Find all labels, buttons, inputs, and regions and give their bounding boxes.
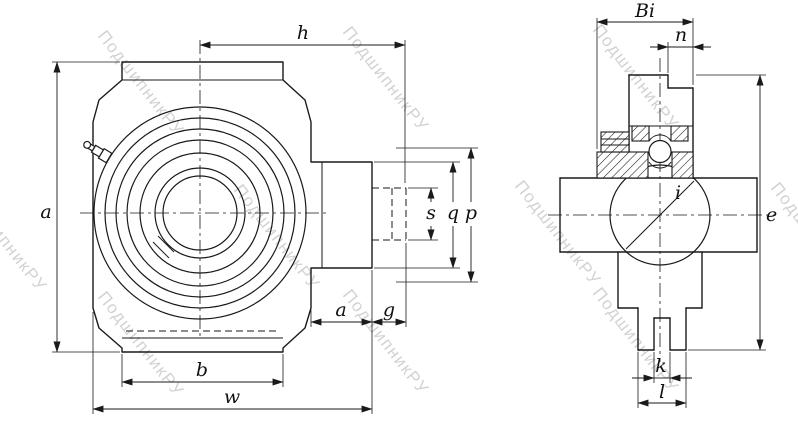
dim-a-height-label: a (40, 201, 51, 223)
dim-e: e (688, 74, 777, 351)
dim-a-slot-label: a (335, 299, 346, 321)
watermark-text: ПодшипникРУ (0, 183, 51, 296)
dim-Bi: Bi (596, 0, 694, 149)
dim-g-label: g (383, 299, 395, 321)
dim-n: n (650, 24, 711, 73)
watermark-text: ПодшипникРУ (511, 177, 605, 290)
bearing-circle (93, 106, 307, 320)
dim-l-label: l (659, 381, 665, 403)
dim-q: q (374, 161, 460, 269)
bearing-circle (126, 139, 274, 287)
watermark-text: ПодшипникРУ (339, 23, 433, 136)
dim-Bi-label: Bi (634, 0, 655, 22)
watermark-layer: ПодшипникРУ ПодшипникРУ ПодшипникРУ Подш… (0, 21, 798, 401)
side-view: Bi n i e k (548, 0, 777, 408)
hidden-hole-lines (372, 187, 407, 241)
dim-s-label: s (426, 202, 436, 224)
dim-e-label: e (766, 204, 777, 226)
dim-i-label: i (675, 182, 681, 204)
dim-s: s (408, 187, 438, 241)
grease-fitting-icon (83, 140, 113, 164)
insert-sphere-outline (609, 164, 711, 266)
dim-h: h (199, 22, 406, 183)
front-view: h a s q (40, 22, 478, 414)
dim-a-height: a (40, 61, 120, 353)
bearing-section (596, 125, 694, 179)
dim-w-label: w (224, 386, 240, 408)
bearing-circle (162, 175, 238, 251)
dim-p: p (396, 147, 478, 283)
bearing-ball (648, 139, 672, 164)
dim-l: l (637, 352, 687, 408)
housing-bottom-profile (617, 251, 703, 351)
outer-ring-left (631, 125, 650, 142)
watermark-text: ПодшипникРУ (230, 181, 324, 294)
center-lines (80, 40, 330, 338)
i-diagonal-line (625, 180, 695, 250)
watermark-text: ПодшипникРУ (94, 27, 188, 140)
dim-k-label: k (655, 355, 667, 377)
dim-h-label: h (297, 22, 309, 44)
inner-ring-left (596, 151, 649, 179)
dim-n-label: n (675, 24, 687, 46)
set-screw-block (600, 131, 630, 153)
bearing-circle (104, 117, 296, 309)
dim-a-slot-and-g: a g (310, 243, 407, 414)
bearing-circle (154, 167, 246, 259)
dim-k: k (632, 352, 692, 383)
bearing-circles (93, 106, 307, 320)
watermark-text: ПодшипникРУ (767, 179, 798, 292)
housing-outline (92, 61, 373, 353)
raceway-arc-top (648, 134, 672, 142)
watermark-text: ПодшипникРУ (589, 284, 683, 397)
inner-ring-right (671, 151, 694, 179)
dim-p-label: p (465, 202, 477, 224)
outer-ring-right (670, 125, 689, 142)
dim-b: b (121, 354, 284, 387)
bearing-circle (139, 152, 261, 274)
bearing-circle (115, 128, 285, 298)
dim-w: w (92, 312, 373, 414)
side-center-lines (548, 58, 775, 362)
thread-marks (152, 235, 175, 259)
dim-b-label: b (196, 359, 208, 381)
dim-q-label: q (447, 202, 459, 224)
raceway-arc-bottom (648, 161, 672, 169)
